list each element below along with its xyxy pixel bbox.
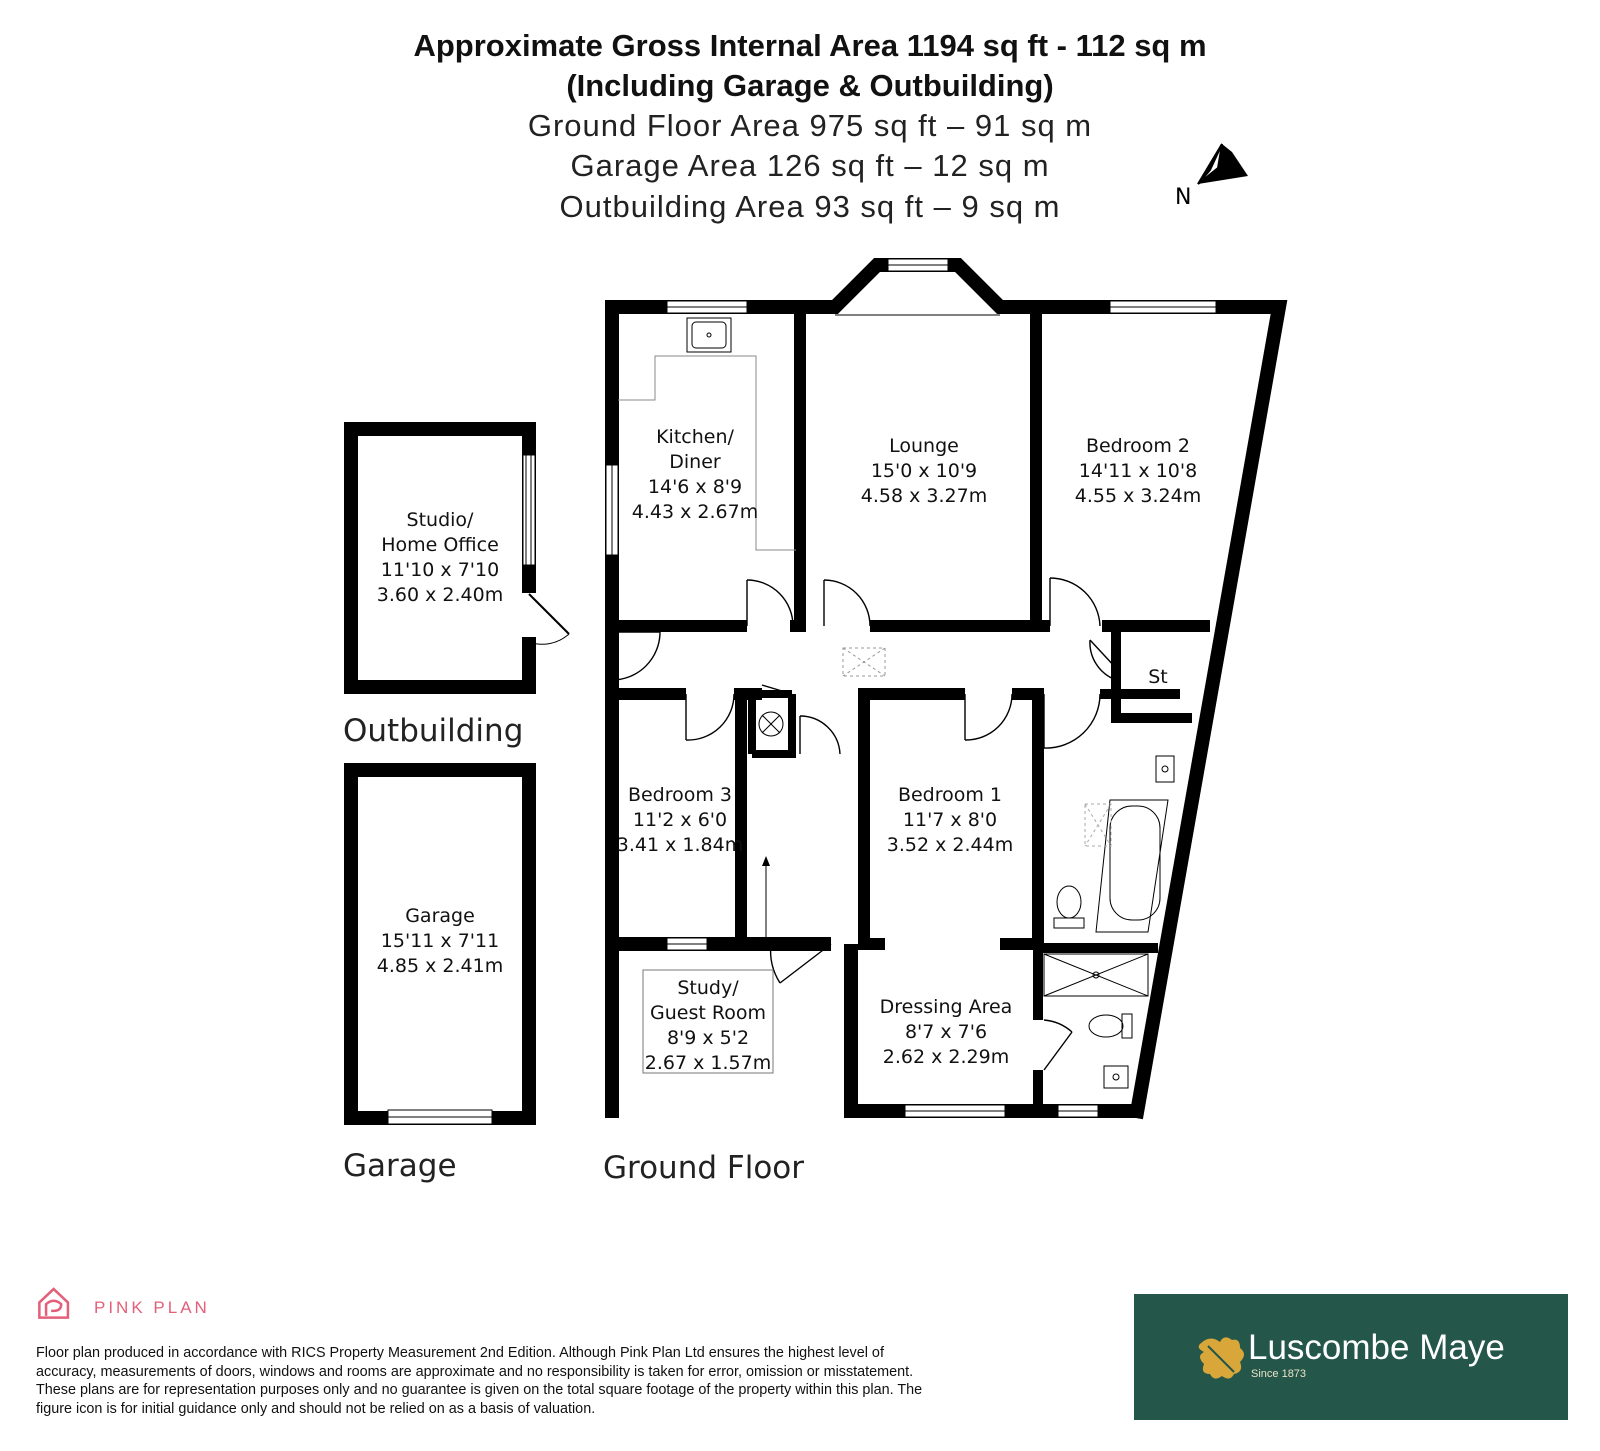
- room-name: Garage: [405, 905, 475, 927]
- room-studio: Studio/ Home Office 11'10 x 7'10 3.60 x …: [377, 509, 503, 606]
- study-guest-room-box: [642, 969, 774, 1074]
- room-name: Studio/: [407, 509, 475, 531]
- room-garage: Garage 15'11 x 7'11 4.85 x 2.41m: [377, 905, 503, 977]
- room-name: Lounge: [889, 435, 959, 457]
- oak-leaf-icon: [1198, 1337, 1244, 1379]
- gross-area-title: Approximate Gross Internal Area 1194 sq …: [413, 28, 1207, 63]
- room-kitchen: Kitchen/ Diner 14'6 x 8'9 4.43 x 2.67m: [632, 426, 758, 523]
- room-name: Diner: [669, 451, 721, 473]
- agent-name: Luscombe Maye: [1248, 1328, 1505, 1367]
- room-dimensions-imperial: 15'11 x 7'11: [381, 930, 499, 952]
- bathroom-skylight: [1084, 803, 1112, 847]
- room-dimensions-metric: 2.62 x 2.29m: [883, 1046, 1009, 1068]
- garage-section-label: Garage: [343, 1148, 457, 1184]
- windows: [605, 258, 1217, 1118]
- ground-floor-area: Ground Floor Area 975 sq ft – 91 sq m: [527, 108, 1093, 143]
- room-study: Study/ Guest Room 8'9 x 5'2 2.67 x 1.57m: [645, 977, 771, 1074]
- shower-tray-icon: [1043, 953, 1149, 997]
- ensuite-toilet-icon: [1088, 1013, 1133, 1039]
- room-name: Bedroom 1: [898, 784, 1002, 806]
- outbuilding-section-label: Outbuilding: [343, 713, 523, 749]
- disclaimer-text: Floor plan produced in accordance with R…: [36, 1345, 923, 1417]
- room-dimensions-imperial: 8'7 x 7'6: [905, 1021, 987, 1043]
- room-dimensions-imperial: 14'11 x 10'8: [1079, 460, 1197, 482]
- room-dimensions-imperial: 8'9 x 5'2: [667, 1027, 749, 1049]
- north-label: N: [1175, 185, 1191, 210]
- ensuite-basin-icon: [1103, 1065, 1129, 1089]
- kitchen-worktop: [618, 355, 796, 551]
- room-dressing-area: Dressing Area 8'7 x 7'6 2.62 x 2.29m: [880, 996, 1013, 1068]
- room-dimensions-metric: 3.41 x 1.84m: [617, 834, 743, 856]
- outbuilding-area: Outbuilding Area 93 sq ft – 9 sq m: [559, 189, 1061, 224]
- room-dimensions-imperial: 11'7 x 8'0: [903, 809, 997, 831]
- north-arrow-icon: N: [1175, 143, 1248, 210]
- room-dimensions-imperial: 15'0 x 10'9: [871, 460, 977, 482]
- pinkplan-logo-icon: [38, 1287, 70, 1319]
- boiler-icon: [758, 711, 784, 737]
- room-store: St: [1148, 666, 1168, 688]
- kitchen-sink-icon: [686, 317, 732, 353]
- entrance-arrow-icon: [762, 856, 770, 940]
- room-dimensions-imperial: 14'6 x 8'9: [648, 476, 742, 498]
- room-name: Dressing Area: [880, 996, 1013, 1018]
- room-dimensions-metric: 4.58 x 3.27m: [861, 485, 987, 507]
- room-dimensions-metric: 3.52 x 2.44m: [887, 834, 1013, 856]
- room-dimensions-metric: 2.67 x 1.57m: [645, 1052, 771, 1074]
- room-dimensions-imperial: 11'2 x 6'0: [633, 809, 727, 831]
- room-name: Bedroom 3: [628, 784, 732, 806]
- ground-floor-section-label: Ground Floor: [603, 1150, 804, 1186]
- room-bedroom-2: Bedroom 2 14'11 x 10'8 4.55 x 3.24m: [1075, 435, 1201, 507]
- room-lounge: Lounge 15'0 x 10'9 4.58 x 3.27m: [861, 435, 987, 507]
- room-dimensions-metric: 4.85 x 2.41m: [377, 955, 503, 977]
- door-swings: [611, 577, 1117, 1071]
- garage-walls: [344, 763, 536, 1125]
- room-dimensions-imperial: 11'10 x 7'10: [381, 559, 499, 581]
- room-name: Study/: [677, 977, 739, 999]
- bath-icon: [1095, 799, 1169, 933]
- pinkplan-logo-text: PINK PLAN: [94, 1298, 210, 1317]
- room-bedroom-3: Bedroom 3 11'2 x 6'0 3.41 x 1.84m: [617, 784, 743, 856]
- room-name: Home Office: [381, 534, 499, 556]
- room-name: Guest Room: [650, 1002, 766, 1024]
- garage-area: Garage Area 126 sq ft – 12 sq m: [570, 148, 1050, 183]
- loft-hatch-icon: [842, 647, 886, 677]
- gross-area-subtitle: (Including Garage & Outbuilding): [566, 68, 1054, 103]
- outbuilding-walls: [344, 422, 570, 694]
- room-dimensions-metric: 3.60 x 2.40m: [377, 584, 503, 606]
- room-name: Kitchen/: [656, 426, 734, 448]
- agent-logo-box: Luscombe Maye Since 1873: [1134, 1294, 1568, 1420]
- room-bedroom-1: Bedroom 1 11'7 x 8'0 3.52 x 2.44m: [887, 784, 1013, 856]
- room-dimensions-metric: 4.55 x 3.24m: [1075, 485, 1201, 507]
- agent-since: Since 1873: [1251, 1368, 1307, 1380]
- toilet-icon: [1053, 885, 1085, 929]
- room-name: Bedroom 2: [1086, 435, 1190, 457]
- room-name: St: [1148, 666, 1168, 688]
- room-dimensions-metric: 4.43 x 2.67m: [632, 501, 758, 523]
- bathroom-basin-icon: [1155, 755, 1175, 783]
